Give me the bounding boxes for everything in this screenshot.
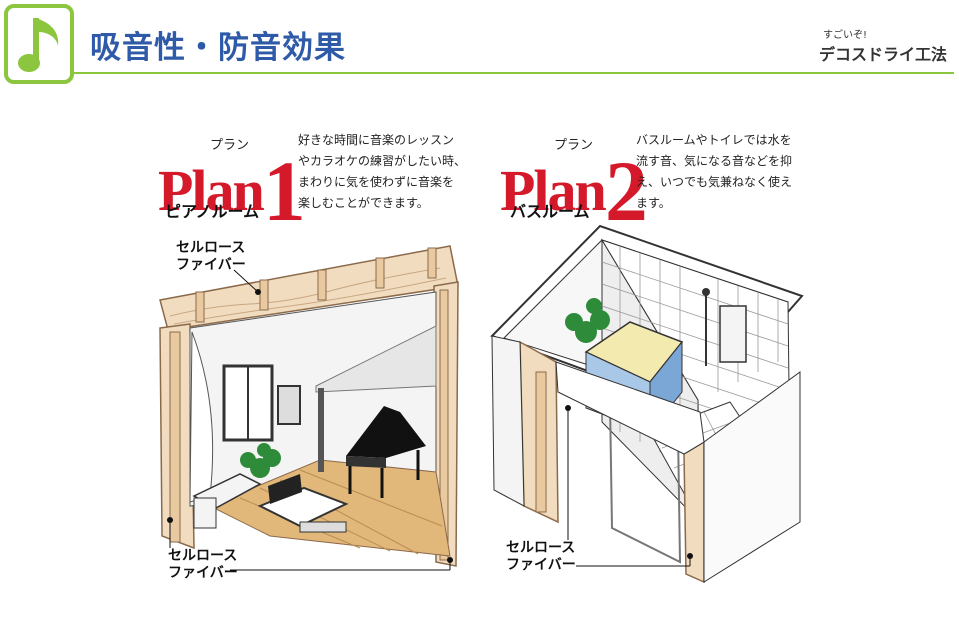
music-note-icon xyxy=(18,18,59,72)
brand-name: デコスドライ工法 xyxy=(818,45,947,64)
plan1-room-name: ピアノルーム xyxy=(165,202,260,221)
plan1-title: Plan1 xyxy=(158,138,306,234)
plan2-callout: セルロース ファイバー xyxy=(506,540,576,573)
music-note-badge xyxy=(4,4,74,84)
page-title: 吸音性・防音効果 xyxy=(90,30,346,66)
header-divider xyxy=(74,72,954,74)
bathroom-illustration xyxy=(490,224,804,584)
plan2-number: 2 xyxy=(604,143,648,239)
plan1-callout-bottom: セルロース ファイバー xyxy=(168,548,238,581)
brand-subtitle: すごいぞ! xyxy=(822,30,867,41)
plan2-room-name: バスルーム xyxy=(510,202,590,221)
brand-mark: すごいぞ! デコスドライ工法 xyxy=(819,26,947,65)
plan1-callout-top: セルロース ファイバー xyxy=(176,240,246,273)
plan2-ruby: プラン xyxy=(554,138,594,153)
piano-room-illustration xyxy=(159,245,459,567)
plan2-description: バスルームやトイレでは水を 流す音、気になる音などを抑 え、いつでも気兼ねなく使… xyxy=(636,133,793,210)
plan1-ruby: プラン xyxy=(210,138,250,153)
plan1-word: Plan xyxy=(158,158,265,223)
plan2-word: Plan xyxy=(500,158,607,223)
plan2-title: Plan2 xyxy=(500,138,648,234)
plan1-number: 1 xyxy=(262,143,306,239)
plan1-description: 好きな時間に音楽のレッスン やカラオケの練習がしたい時、 まわりに気を使わずに音… xyxy=(298,133,467,210)
